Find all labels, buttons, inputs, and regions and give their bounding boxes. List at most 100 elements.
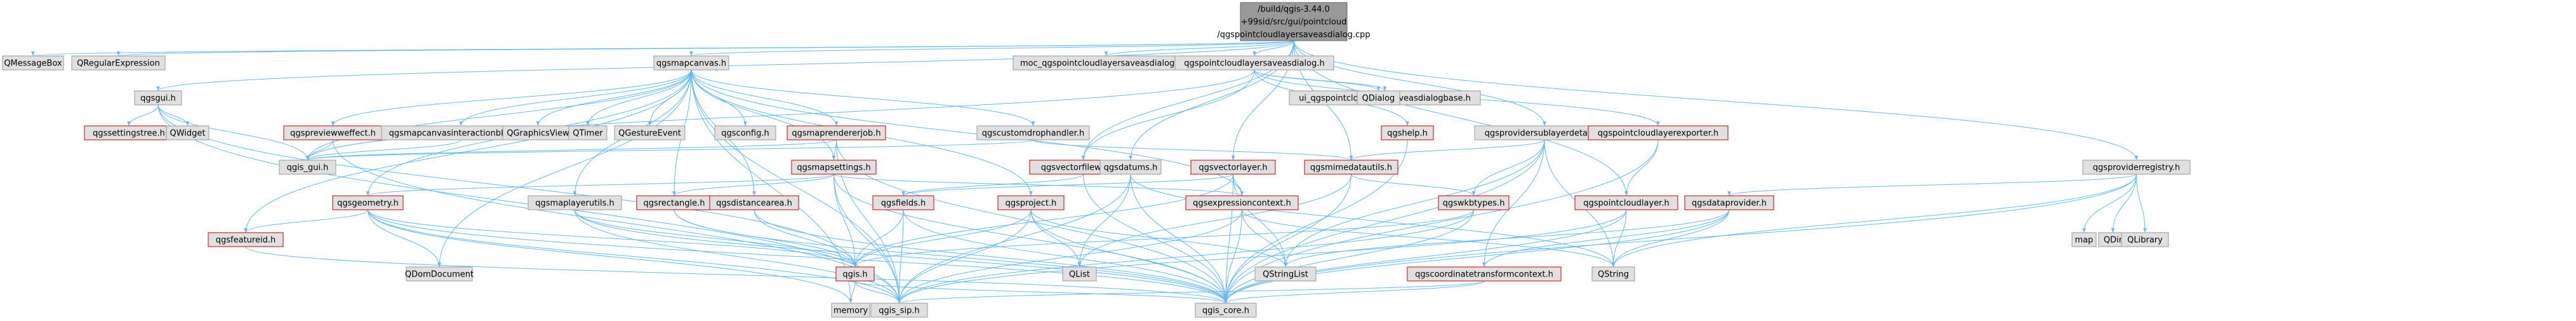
node-label: qgshelp.h: [1387, 129, 1428, 139]
header-node[interactable]: QMessageBox: [2, 55, 64, 71]
node-label: QLibrary: [2127, 236, 2163, 245]
header-node[interactable]: qgsconfig.h: [714, 125, 776, 140]
dependency-edge: [901, 174, 1233, 196]
header-node[interactable]: qgspreviewweffect.h: [283, 125, 383, 140]
header-node[interactable]: QWidget: [166, 125, 209, 140]
header-node[interactable]: QDomDocument: [405, 266, 474, 282]
dependency-edge: [1624, 139, 1659, 196]
header-node[interactable]: qgsgui.h: [134, 90, 182, 106]
header-node[interactable]: qgspointcloudlayerexporter.h: [1588, 125, 1729, 140]
node-label: qgis_gui.h: [287, 163, 329, 173]
node-label: qgswkbtypes.h: [1443, 199, 1505, 208]
header-node[interactable]: qgis_gui.h: [279, 160, 336, 175]
node-box: [997, 195, 1065, 210]
header-node[interactable]: qgshelp.h: [1381, 125, 1434, 140]
node-label: qgsmapcanvas.h: [656, 59, 726, 69]
dependency-edge: [1284, 139, 1545, 268]
header-node[interactable]: QString: [1591, 266, 1635, 282]
node-label: QDialog: [1362, 94, 1395, 104]
header-node[interactable]: qgsmapsettings.h: [791, 160, 877, 175]
node-label: qgsdatums.h: [1104, 163, 1158, 173]
header-node[interactable]: qgis.h: [835, 266, 875, 282]
node-box: [2, 55, 64, 71]
dependency-edge: [1233, 174, 1287, 268]
node-box: [614, 125, 686, 140]
node-box: [568, 125, 607, 140]
node-box: [714, 125, 776, 140]
dependency-edge: [1351, 174, 1476, 196]
dependency-edge: [1727, 174, 2137, 196]
node-box: [1407, 266, 1562, 282]
dependency-edge: [574, 209, 901, 304]
header-node[interactable]: qgsdatums.h: [1099, 160, 1162, 175]
dependency-edge: [1284, 209, 1730, 268]
node-label: qgsconfig.h: [721, 129, 769, 139]
dependency-edge: [1254, 69, 1381, 92]
header-node[interactable]: QStringList: [1254, 266, 1317, 282]
header-node[interactable]: qgsmimedatautils.h: [1304, 160, 1398, 175]
header-node[interactable]: qgssettingstree.h: [84, 125, 174, 140]
header-node[interactable]: qgsproject.h: [997, 195, 1065, 210]
header-node[interactable]: qgsfields.h: [872, 195, 934, 210]
dependency-edge: [1293, 40, 2139, 161]
node-box: [1684, 195, 1774, 210]
header-node[interactable]: QList: [1062, 266, 1097, 282]
node-label: qgsmapsettings.h: [797, 163, 870, 173]
header-node[interactable]: QDir: [2098, 232, 2128, 247]
header-node[interactable]: map: [2071, 232, 2097, 247]
header-node[interactable]: qgsmapcanvas.h: [653, 55, 729, 71]
header-node[interactable]: qgsgeometry.h: [332, 195, 404, 210]
header-node[interactable]: qgsprovidersublayerdetails.h: [1474, 125, 1615, 140]
header-node[interactable]: qgsmaplayerutils.h: [528, 195, 622, 210]
header-node[interactable]: QTimer: [568, 125, 607, 140]
header-node[interactable]: QLibrary: [2121, 232, 2169, 247]
header-node[interactable]: qgsdistancearea.h: [709, 195, 799, 210]
header-node[interactable]: qgsfeatureid.h: [208, 232, 284, 247]
root-file-node: /build/qgis-3.44.0+99sid/src/gui/pointcl…: [1217, 2, 1371, 41]
node-box: [1357, 90, 1400, 106]
header-node[interactable]: qgsdataprovider.h: [1684, 195, 1774, 210]
dependency-edge: [691, 69, 836, 161]
header-node[interactable]: qgis_core.h: [1195, 303, 1257, 318]
dependency-edge: [1033, 139, 1353, 161]
node-label: QRegularExpression: [77, 59, 160, 69]
header-node[interactable]: qgsexpressioncontext.h: [1185, 195, 1299, 210]
dependency-edge: [897, 209, 1627, 304]
dependency-edge: [691, 69, 839, 126]
header-node[interactable]: qgscoordinatetransformcontext.h: [1407, 266, 1562, 282]
node-label: qgsvectorlayer.h: [1198, 163, 1267, 173]
header-node[interactable]: qgsmaprendererjob.h: [787, 125, 886, 140]
header-node[interactable]: qgsrectangle.h: [636, 195, 712, 210]
dependency-edge: [1224, 280, 1485, 304]
dependency-edge: [305, 139, 461, 161]
node-box: [1240, 2, 1348, 41]
header-node[interactable]: QDialog: [1357, 90, 1400, 106]
node-box: [134, 90, 182, 106]
header-node[interactable]: qgsvectorlayer.h: [1190, 160, 1276, 175]
header-node[interactable]: qgspointcloudlayer.h: [1574, 195, 1678, 210]
node-label: qgsgui.h: [140, 94, 176, 104]
node-layer: /build/qgis-3.44.0+99sid/src/gui/pointcl…: [2, 2, 2191, 318]
dependency-edge: [898, 280, 1485, 304]
header-node[interactable]: qgscustomdrophandler.h: [976, 125, 1090, 140]
dependency-edge: [1611, 209, 1627, 268]
dependency-edge: [833, 174, 901, 304]
header-node[interactable]: QRegularExpression: [71, 55, 166, 71]
header-node[interactable]: qgspointcloudlayersaveasdialog.h: [1174, 55, 1334, 71]
dependency-edge: [2111, 174, 2137, 233]
dependency-edge: [1130, 174, 1616, 268]
header-node[interactable]: qgsproviderregistry.h: [2082, 160, 2191, 175]
dependency-edge: [853, 174, 1233, 268]
header-node[interactable]: qgis_sip.h: [870, 303, 928, 318]
header-node[interactable]: qgswkbtypes.h: [1438, 195, 1510, 210]
header-node[interactable]: memory: [831, 303, 870, 318]
dependency-edge: [305, 69, 692, 161]
header-node[interactable]: moc_qgspointcloudlayersaveasdialog.cpp: [1012, 55, 1200, 71]
node-label: /build/qgis-3.44.0: [1258, 5, 1330, 15]
header-node[interactable]: QGraphicsView: [502, 125, 574, 140]
node-label: qgsdistancearea.h: [716, 199, 792, 208]
header-node[interactable]: qgsmapcanvasinteractionblocker.h: [381, 125, 541, 140]
node-label: qgsmaprendererjob.h: [792, 129, 880, 139]
header-node[interactable]: QGestureEvent: [614, 125, 686, 140]
dependency-edge: [1224, 174, 1351, 304]
